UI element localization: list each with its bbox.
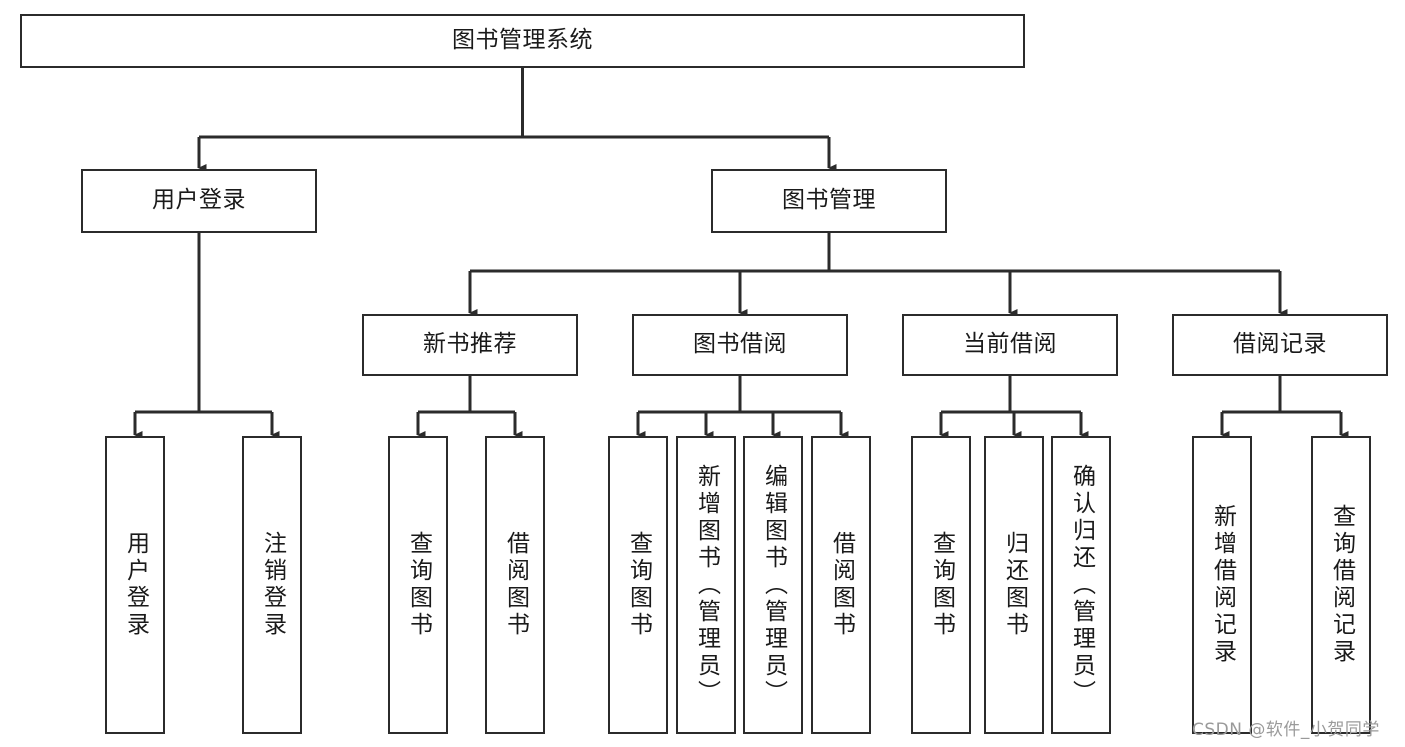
node-leaf-query-book-1[interactable]: 查询图书 [388, 436, 448, 734]
node-leaf-borrow-book-1[interactable]: 借阅图书 [485, 436, 545, 734]
node-label: 图书管理 [782, 187, 876, 214]
node-label: 新增借阅记录 [1209, 504, 1236, 666]
node-leaf-add-book[interactable]: 新增图书（管理员） [676, 436, 736, 734]
node-label: 图书管理系统 [452, 27, 593, 54]
node-label: 确认归还（管理员） [1068, 463, 1095, 707]
node-leaf-user-logout[interactable]: 注销登录 [242, 436, 302, 734]
node-label: 当前借阅 [963, 331, 1057, 358]
node-new-book-rec[interactable]: 新书推荐 [362, 314, 578, 376]
node-leaf-user-login[interactable]: 用户登录 [105, 436, 165, 734]
node-label: 编辑图书（管理员） [760, 463, 787, 707]
node-book-borrow[interactable]: 图书借阅 [632, 314, 848, 376]
node-label: 用户登录 [122, 531, 149, 639]
node-label: 新书推荐 [423, 331, 517, 358]
node-leaf-query-book-3[interactable]: 查询图书 [911, 436, 971, 734]
node-label: 用户登录 [152, 187, 246, 214]
node-leaf-return-book[interactable]: 归还图书 [984, 436, 1044, 734]
node-leaf-query-book-2[interactable]: 查询图书 [608, 436, 668, 734]
node-book-manage[interactable]: 图书管理 [711, 169, 947, 233]
node-leaf-add-record[interactable]: 新增借阅记录 [1192, 436, 1252, 734]
node-borrow-record[interactable]: 借阅记录 [1172, 314, 1388, 376]
node-leaf-query-record[interactable]: 查询借阅记录 [1311, 436, 1371, 734]
node-label: 归还图书 [1001, 531, 1028, 639]
node-label: 查询图书 [625, 531, 652, 639]
node-label: 图书借阅 [693, 331, 787, 358]
node-current-borrow[interactable]: 当前借阅 [902, 314, 1118, 376]
node-user-login[interactable]: 用户登录 [81, 169, 317, 233]
node-label: 查询借阅记录 [1328, 504, 1355, 666]
node-label: 借阅记录 [1233, 331, 1327, 358]
node-label: 借阅图书 [502, 531, 529, 639]
node-leaf-borrow-book-2[interactable]: 借阅图书 [811, 436, 871, 734]
node-label: 借阅图书 [828, 531, 855, 639]
node-label: 注销登录 [259, 531, 286, 639]
node-leaf-confirm-return[interactable]: 确认归还（管理员） [1051, 436, 1111, 734]
node-label: 新增图书（管理员） [693, 463, 720, 707]
node-root[interactable]: 图书管理系统 [20, 14, 1025, 68]
csdn-watermark: CSDN @软件_小贺同学 [1192, 720, 1380, 740]
edge-group [133, 68, 1349, 439]
node-label: 查询图书 [405, 531, 432, 639]
node-label: 查询图书 [928, 531, 955, 639]
node-leaf-edit-book[interactable]: 编辑图书（管理员） [743, 436, 803, 734]
